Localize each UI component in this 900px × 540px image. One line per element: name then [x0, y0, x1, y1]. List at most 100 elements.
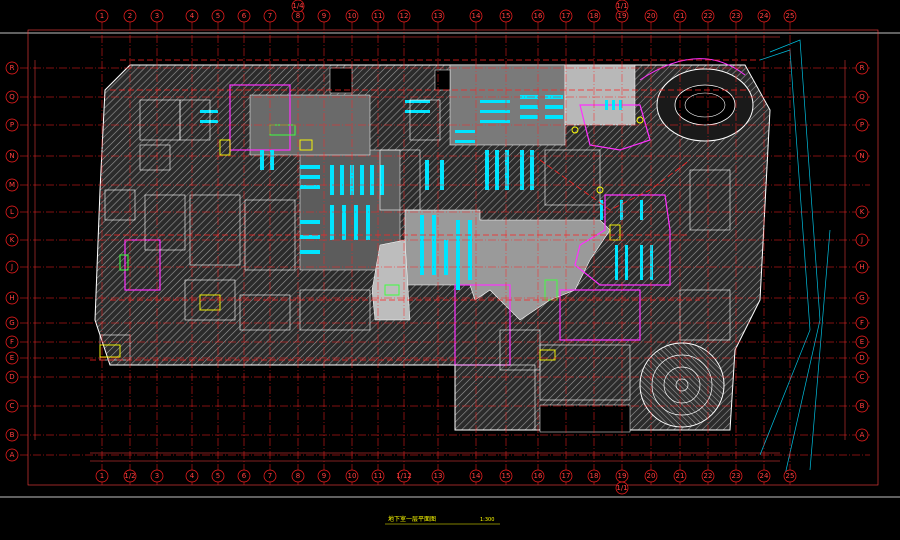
- axis-bubble-bottom-11-label: 1/12: [396, 472, 412, 480]
- axis-bubble-top-8-label: 8: [296, 12, 300, 20]
- axis-bubble-bottom-extra-0: 1/1: [615, 481, 629, 495]
- axis-bubble-bottom-6: 7: [263, 469, 277, 483]
- axis-bubble-top-13: 13: [431, 9, 445, 23]
- axis-bubble-right-Q: Q: [855, 90, 869, 104]
- axis-bubble-bottom-23: 24: [757, 469, 771, 483]
- axis-bubble-top-extra-0-label: 1/4: [292, 2, 304, 10]
- axis-bubble-right-R: R: [855, 61, 869, 75]
- axis-bubble-bottom-4-label: 5: [216, 472, 220, 480]
- axis-bubble-right-F: F: [855, 316, 869, 330]
- axis-bubble-bottom-20: 21: [673, 469, 687, 483]
- axis-bubble-bottom-16: 17: [559, 469, 573, 483]
- axis-bubble-bottom-1-label: 1/2: [124, 472, 135, 480]
- axis-bubble-top-19: 19: [615, 9, 629, 23]
- axis-bubble-bottom-18: 19: [615, 469, 629, 483]
- axis-bubble-left-F-label: F: [10, 338, 14, 346]
- axis-bubble-bottom-3: 4: [185, 469, 199, 483]
- axis-bubble-top-3-label: 3: [155, 12, 159, 20]
- axis-bubble-top-23: 23: [729, 9, 743, 23]
- axis-bubble-top-20: 20: [644, 9, 658, 23]
- axis-bubble-left-B: B: [5, 428, 19, 442]
- yellow-elements: [99, 116, 644, 361]
- axis-bubble-right-J: J: [855, 233, 869, 247]
- axis-bubble-bottom-11: 1/12: [396, 469, 412, 483]
- axis-bubble-right-P: P: [855, 118, 869, 132]
- axis-bubble-top-extra-0: 1/4: [291, 0, 305, 13]
- axis-bubble-right-R-label: R: [860, 64, 865, 72]
- axis-bubble-left-E-label: E: [10, 354, 14, 362]
- drawing-scale: 1:300: [480, 517, 494, 523]
- axis-bubble-top-12-label: 12: [400, 12, 409, 20]
- axis-bubble-top-4: 4: [185, 9, 199, 23]
- grid-horizontal-lines: [20, 67, 870, 456]
- axis-bubble-bottom-5-label: 6: [242, 472, 247, 480]
- axis-bubble-right-J-label: J: [860, 236, 863, 244]
- axis-bubble-top-22: 22: [701, 9, 715, 23]
- drawing-caption: 地下室一层平面图 1:300: [385, 515, 500, 525]
- axis-bubble-top-9-label: 9: [322, 12, 326, 20]
- axis-bubble-left-J-label: J: [10, 263, 13, 271]
- axis-bubble-bottom-10: 11: [371, 469, 385, 483]
- axis-bubble-bottom-0: 1: [95, 469, 109, 483]
- axis-bubble-bottom-extra-0-label: 1/1: [616, 484, 627, 492]
- axis-bubble-top-5-label: 5: [216, 12, 220, 20]
- axis-bubble-right-A-label: A: [860, 431, 865, 439]
- axis-bubble-bottom-12-label: 13: [434, 472, 443, 480]
- axis-bubble-left-D: D: [5, 370, 19, 384]
- axis-bubble-right-Q-label: Q: [859, 93, 865, 101]
- axis-bubble-bottom-9-label: 10: [348, 472, 357, 480]
- axis-bubble-top-17-label: 17: [562, 12, 571, 20]
- axis-bubble-right-N-label: N: [859, 152, 864, 160]
- axis-bubble-bottom-3-label: 4: [190, 472, 195, 480]
- axis-bubble-bottom-7: 8: [291, 469, 305, 483]
- axis-bubble-right-H-label: H: [859, 263, 864, 271]
- axis-bubble-top-12: 12: [397, 9, 411, 23]
- axis-bubble-top-7-label: 7: [268, 12, 272, 20]
- room-outlines: [99, 99, 731, 431]
- oval-ramp: [639, 58, 754, 142]
- drawing-title: 地下室一层平面图: [388, 515, 436, 523]
- axis-bubble-left-H: H: [5, 291, 19, 305]
- axis-bubble-bottom-21: 22: [701, 469, 715, 483]
- axis-bubble-bottom-1: 1/2: [123, 469, 137, 483]
- axis-bubble-top-21-label: 21: [676, 12, 685, 20]
- axis-bubble-bottom-2-label: 3: [155, 472, 159, 480]
- axis-bubble-bottom-4: 5: [211, 469, 225, 483]
- axis-bubble-right-P-label: P: [860, 121, 864, 129]
- axis-bubble-left-Q-label: Q: [9, 93, 15, 101]
- axis-bubble-left-P: P: [5, 118, 19, 132]
- axis-bubble-left-G: G: [5, 316, 19, 330]
- axis-bubble-top-extra-1: 1/1: [615, 0, 629, 13]
- axis-bubble-bottom-13-label: 14: [472, 472, 481, 480]
- axis-bubble-right-B-label: B: [860, 402, 865, 410]
- axis-bubble-left-J: J: [5, 260, 19, 274]
- axis-bubble-top-11-label: 11: [374, 12, 383, 20]
- axis-bubble-bottom-8-label: 9: [322, 472, 326, 480]
- axis-bubble-top-5: 5: [211, 9, 225, 23]
- top-light-block: [564, 64, 636, 126]
- axis-bubble-left-F: F: [5, 335, 19, 349]
- axis-bubble-left-H-label: H: [9, 294, 14, 302]
- axis-bubble-bottom-24-label: 25: [786, 472, 795, 480]
- axis-bubble-left-A-label: A: [10, 451, 15, 459]
- axis-bubble-right-E-label: E: [860, 338, 864, 346]
- axis-bubble-bottom-7-label: 8: [296, 472, 300, 480]
- axis-bubble-top-18: 18: [587, 9, 601, 23]
- axis-bubble-right-A: A: [855, 428, 869, 442]
- axis-bubble-right-E: E: [855, 335, 869, 349]
- axis-bubble-bottom-19-label: 20: [647, 472, 656, 480]
- axis-bubble-bottom-0-label: 1: [100, 472, 104, 480]
- axis-bubble-left-N: N: [5, 149, 19, 163]
- axis-bubble-top-24: 24: [757, 9, 771, 23]
- axis-bubble-bottom-14: 15: [499, 469, 513, 483]
- axis-bubble-bottom-23-label: 24: [760, 472, 769, 480]
- axis-bubble-bottom-18-label: 19: [618, 472, 627, 480]
- axis-bubble-right-B: B: [855, 399, 869, 413]
- axis-bubble-top-2: 2: [123, 9, 137, 23]
- axis-bubble-left-Q: Q: [5, 90, 19, 104]
- axis-bubble-left-M-label: M: [9, 181, 15, 189]
- axis-bubble-top-6-label: 6: [242, 12, 247, 20]
- axis-bubble-top-16-label: 16: [534, 12, 543, 20]
